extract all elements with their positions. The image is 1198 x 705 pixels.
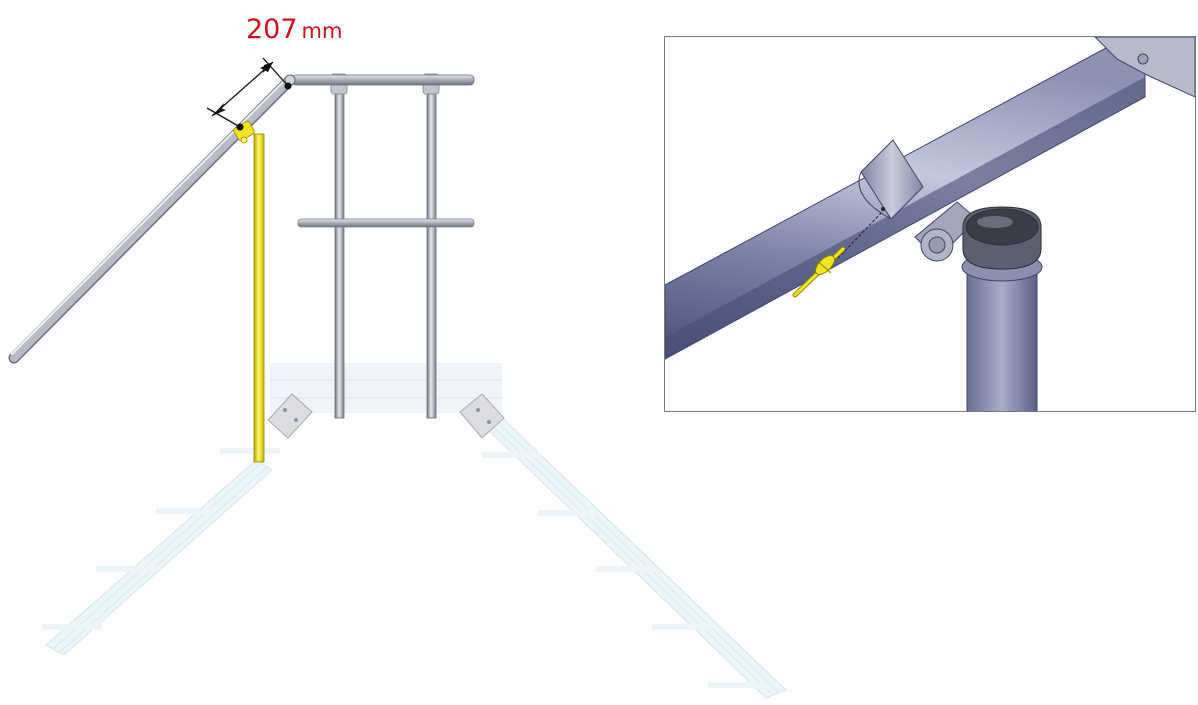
highlighted-post (233, 121, 265, 463)
dimension-unit: mm (301, 19, 343, 43)
inclined-handrail (8, 74, 296, 364)
swivel-clamp-icon (914, 201, 978, 262)
ladder-ghost-left (42, 448, 280, 656)
detail-inset (664, 36, 1196, 412)
detail-elbow-fitting (1094, 37, 1195, 98)
dimension-line (206, 57, 292, 131)
base-plate-right (459, 393, 505, 439)
mid-rail (297, 218, 475, 228)
top-rail (291, 74, 475, 86)
platform-ghost (270, 363, 502, 413)
detail-view-clamp-pin (665, 37, 1195, 411)
detail-post (961, 252, 1043, 411)
dimension-value: 207 (246, 14, 298, 45)
pin-alignment-line (836, 208, 886, 260)
base-plate-left (267, 393, 313, 439)
tube-end-cap-icon (962, 206, 1042, 270)
yellow-cotter-pin-icon (792, 246, 846, 298)
ladder-ghost-right (477, 411, 787, 699)
detail-collar (858, 139, 924, 220)
